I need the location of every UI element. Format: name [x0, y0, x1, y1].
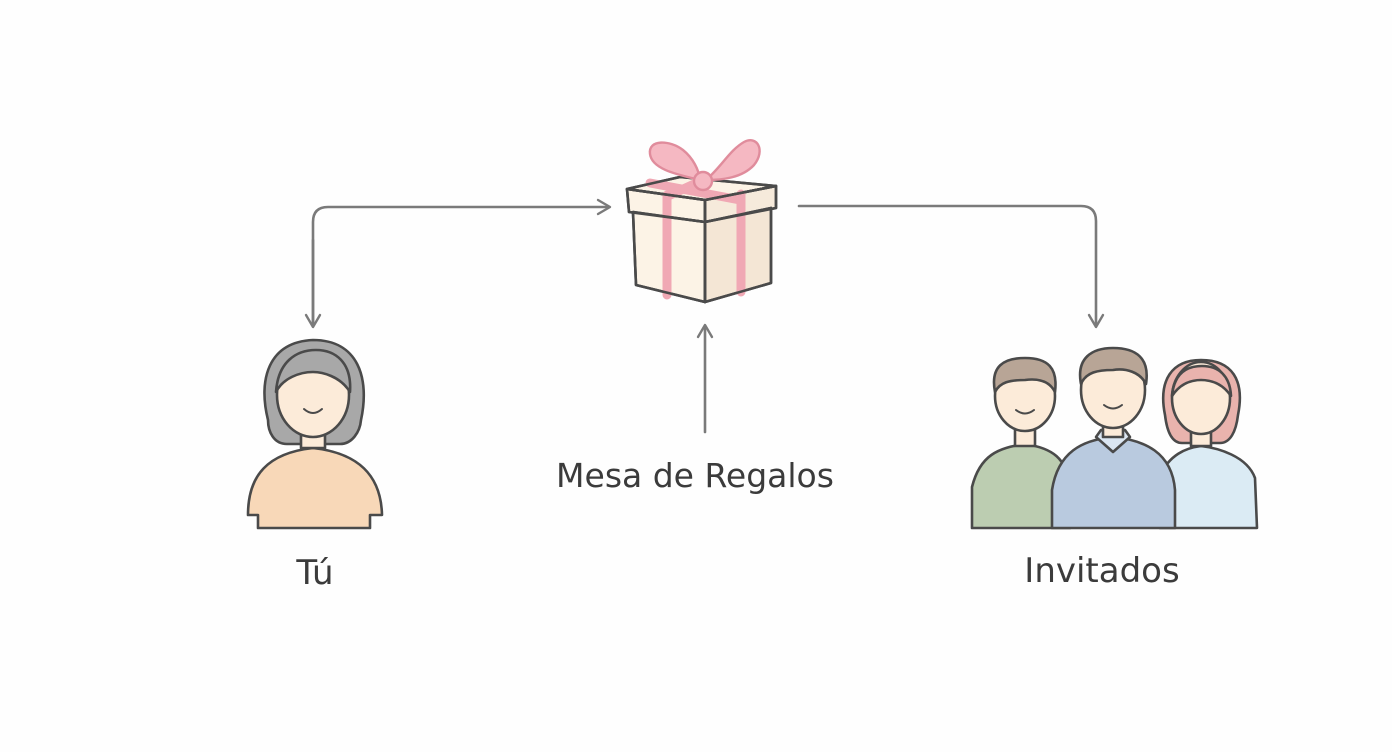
arrow-you-to-registry [311, 198, 612, 328]
group-of-people-icon [970, 346, 1259, 530]
arrow-registry-to-guests [797, 204, 1105, 329]
node-label-guests: Invitados [1024, 551, 1180, 591]
gift-box-icon [625, 139, 778, 304]
node-label-registry: Mesa de Regalos [556, 456, 834, 495]
woman-icon [246, 338, 384, 530]
connectors [304, 198, 1105, 434]
node-label-you: Tú [296, 553, 334, 593]
